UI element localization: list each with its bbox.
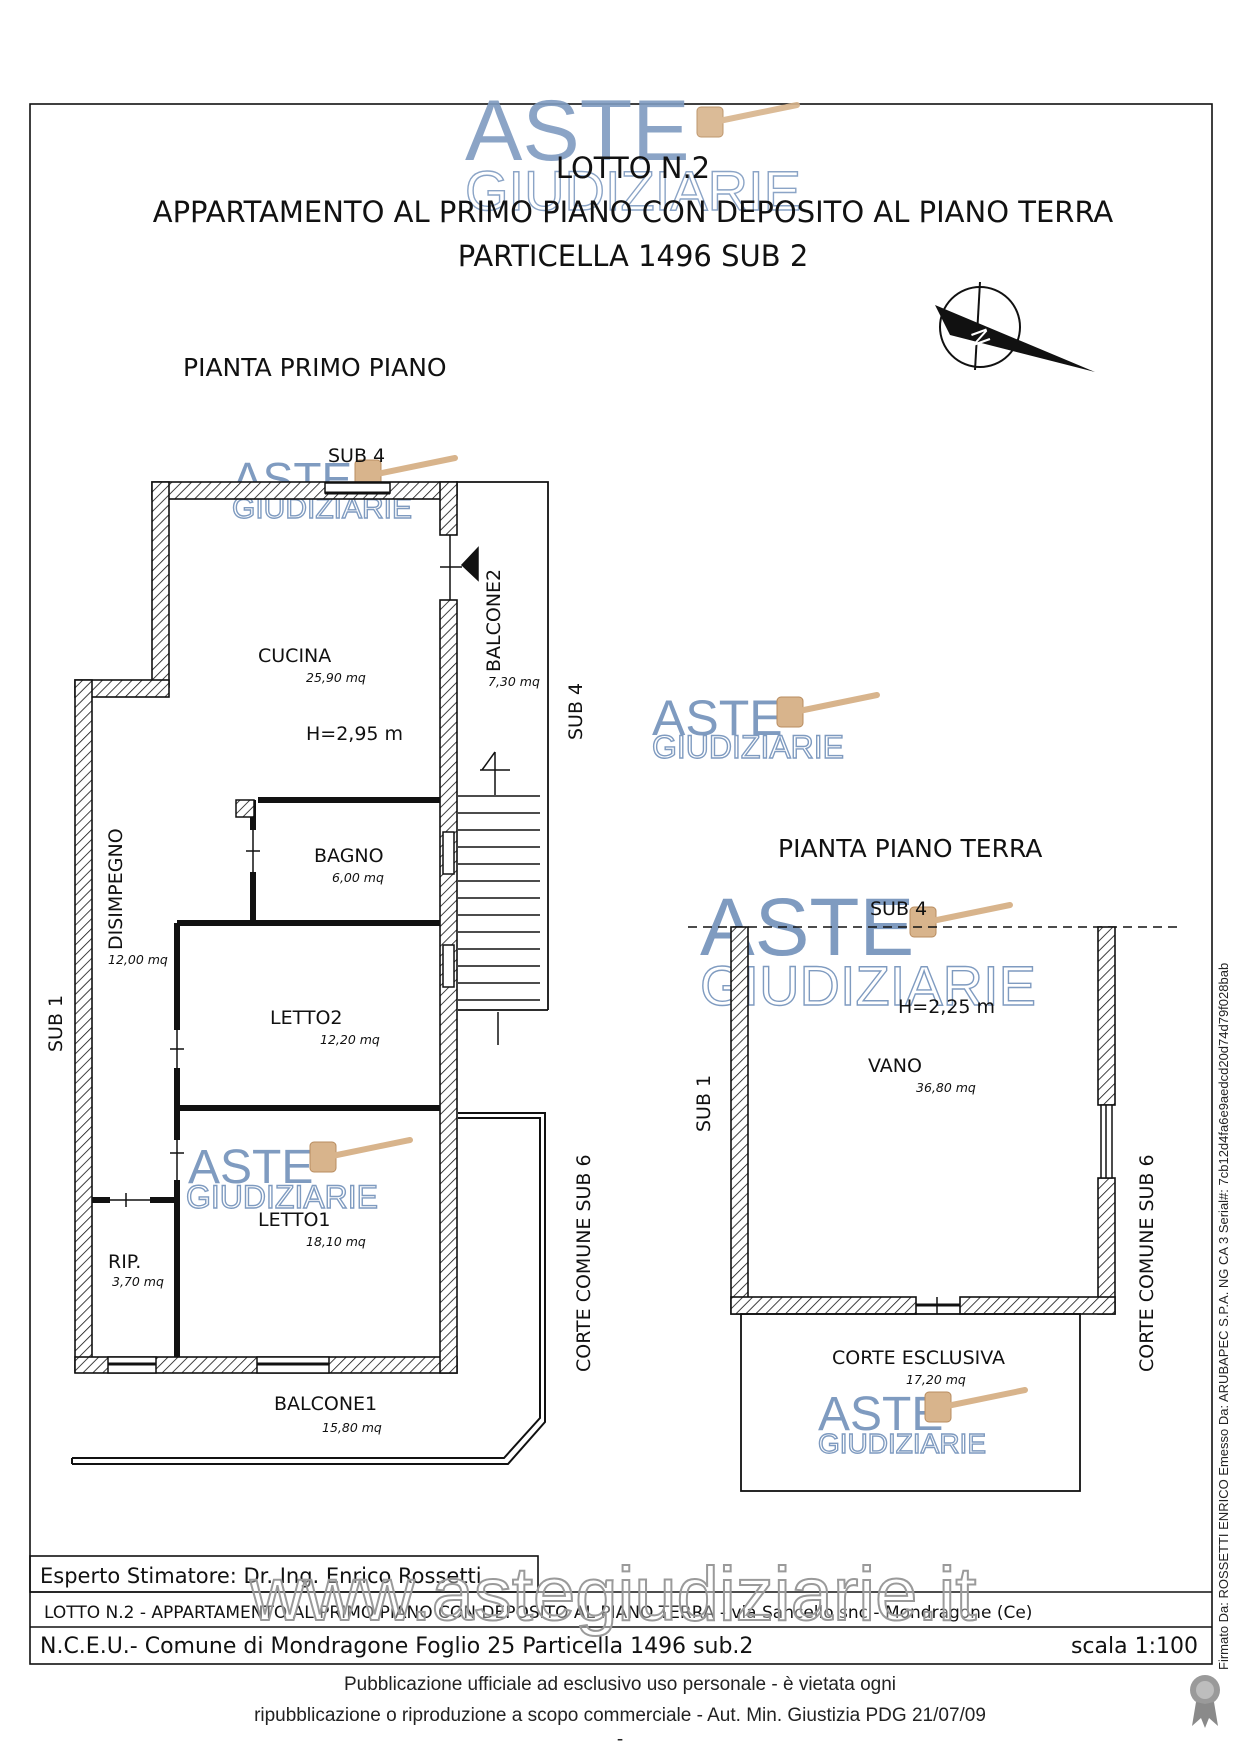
svg-text:ASTE: ASTE bbox=[465, 83, 690, 179]
room-disimpegno-area: 12,00 mq bbox=[108, 952, 168, 967]
watermark-top: ASTE GIUDIZIARIE bbox=[464, 83, 801, 223]
first-floor-walls bbox=[74, 481, 458, 1374]
ff-neighbor-top: SUB 4 bbox=[328, 445, 385, 467]
watermark-center: ASTE GIUDIZIARIE bbox=[651, 690, 877, 766]
room-letto1-name: LETTO1 bbox=[258, 1209, 331, 1231]
room-vano-area: 36,80 mq bbox=[916, 1080, 976, 1095]
ff-neighbor-right: SUB 4 bbox=[565, 683, 587, 740]
ground-floor-walls bbox=[730, 926, 1116, 1315]
room-corte-esclusiva-area: 17,20 mq bbox=[906, 1372, 966, 1387]
stair bbox=[458, 751, 540, 1045]
room-cucina-area: 25,90 mq bbox=[306, 670, 366, 685]
room-balcone2-area: 7,30 mq bbox=[488, 674, 540, 689]
first-floor-openings bbox=[107, 482, 479, 1374]
corte-esclusiva-outline bbox=[740, 1313, 1081, 1492]
north-arrow-icon: N bbox=[935, 281, 1095, 372]
ground-floor-openings bbox=[916, 1104, 1113, 1314]
svg-text:GIUDIZIARIE: GIUDIZIARIE bbox=[465, 159, 801, 222]
svg-text:GIUDIZIARIE: GIUDIZIARIE bbox=[652, 729, 844, 765]
svg-text:GIUDIZIARIE: GIUDIZIARIE bbox=[700, 954, 1036, 1017]
footer-line1: Pubblicazione ufficiale ad esclusivo uso… bbox=[344, 1674, 896, 1695]
room-letto1-area: 18,10 mq bbox=[306, 1234, 366, 1249]
room-balcone2-name: BALCONE2 bbox=[483, 569, 505, 672]
gf-neighbor-left: SUB 1 bbox=[693, 1075, 715, 1132]
svg-text:GIUDIZIARIE: GIUDIZIARIE bbox=[818, 1428, 986, 1459]
title-block bbox=[29, 1555, 1212, 1628]
svg-text:GIUDIZIARIE: GIUDIZIARIE bbox=[186, 1179, 378, 1215]
watermark-letto1: ASTE GIUDIZIARIE bbox=[185, 1140, 410, 1216]
ff-neighbor-corte: CORTE COMUNE SUB 6 bbox=[573, 1154, 595, 1372]
footer-line3: - bbox=[617, 1729, 623, 1750]
drawing-frame bbox=[29, 103, 1213, 1665]
gf-height-label: H=2,25 m bbox=[898, 996, 995, 1018]
gf-neighbor-right: CORTE COMUNE SUB 6 bbox=[1136, 1154, 1158, 1372]
bagno-pillar bbox=[235, 799, 255, 818]
room-cucina-name: CUCINA bbox=[258, 645, 331, 667]
title-description: APPARTAMENTO AL PRIMO PIANO CON DEPOSITO… bbox=[153, 195, 1114, 229]
room-balcone1-area: 15,80 mq bbox=[322, 1420, 382, 1435]
room-bagno-name: BAGNO bbox=[314, 845, 384, 867]
room-disimpegno-name: DISIMPEGNO bbox=[105, 828, 127, 950]
title-block-lot: LOTTO N.2 - APPARTAMENTO AL PRIMO PIANO … bbox=[44, 1603, 1032, 1623]
watermark-corte: ASTE GIUDIZIARIE bbox=[817, 1388, 1025, 1460]
balcone2-outline bbox=[456, 481, 549, 1011]
title-block-scale: scala 1:100 bbox=[1071, 1634, 1198, 1659]
seal-icon bbox=[1190, 1675, 1220, 1728]
room-letto2-area: 12,20 mq bbox=[320, 1032, 380, 1047]
title-block-cadastre: N.C.E.U.- Comune di Mondragone Foglio 25… bbox=[40, 1634, 753, 1659]
room-balcone1-name: BALCONE1 bbox=[274, 1393, 377, 1415]
svg-text:ASTE: ASTE bbox=[818, 1388, 943, 1441]
ff-neighbor-left: SUB 1 bbox=[45, 995, 67, 1052]
room-rip-name: RIP. bbox=[108, 1251, 141, 1273]
room-bagno-area: 6,00 mq bbox=[332, 870, 384, 885]
ground-floor-heading: PIANTA PIANO TERRA bbox=[778, 834, 1042, 863]
first-floor-heading: PIANTA PRIMO PIANO bbox=[183, 353, 447, 382]
room-corte-esclusiva-name: CORTE ESCLUSIVA bbox=[832, 1347, 1005, 1369]
ff-height-label: H=2,95 m bbox=[306, 723, 403, 745]
first-floor-partitions bbox=[92, 797, 440, 1357]
title-particella: PARTICELLA 1496 SUB 2 bbox=[458, 239, 809, 273]
svg-text:ASTE: ASTE bbox=[652, 690, 783, 746]
title-block-expert: Esperto Stimatore: Dr. Ing. Enrico Rosse… bbox=[40, 1564, 482, 1588]
gf-neighbor-top: SUB 4 bbox=[870, 898, 927, 920]
balcone1-outline bbox=[71, 1112, 546, 1465]
first-floor-doors bbox=[110, 830, 260, 1207]
title-lotto: LOTTO N.2 bbox=[556, 151, 710, 185]
room-letto2-name: LETTO2 bbox=[270, 1007, 343, 1029]
footer-line2: ripubblicazione o riproduzione a scopo c… bbox=[254, 1705, 986, 1726]
room-vano-name: VANO bbox=[868, 1055, 922, 1077]
svg-text:ASTE: ASTE bbox=[188, 1141, 313, 1194]
digital-signature: Firmato Da: ROSSETTI ENRICO Emesso Da: A… bbox=[1216, 963, 1231, 1670]
room-rip-area: 3,70 mq bbox=[112, 1274, 164, 1289]
watermark-site: www.astegiudiziarie.it bbox=[249, 1552, 977, 1637]
